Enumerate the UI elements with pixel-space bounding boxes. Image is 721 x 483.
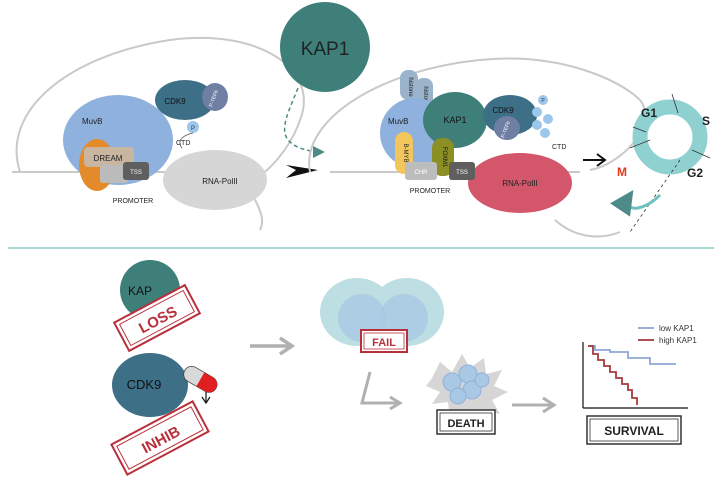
ptefb-left-label: P-TEFb xyxy=(208,89,220,107)
ring-divider-g1-s xyxy=(671,93,679,114)
legend-high-label: high KAP1 xyxy=(659,336,697,345)
bmyb-label: B-MYB xyxy=(402,143,408,162)
dividing-cell: FAIL xyxy=(320,278,444,353)
ctd-right-label: CTD xyxy=(552,144,566,151)
g2-label: G2 xyxy=(687,166,703,180)
ptefb-right xyxy=(494,116,520,140)
cycle-ring xyxy=(632,99,708,175)
p-left-label: P xyxy=(191,126,195,132)
rna-pol-right xyxy=(468,153,572,213)
right-complex: RNA-PolII histone histone MuvB KAP1 CDK9… xyxy=(380,70,572,213)
cdk9-left-label: CDK9 xyxy=(164,97,186,106)
p-left xyxy=(187,121,199,133)
cdk9-right-label: CDK9 xyxy=(492,106,514,115)
tss-left xyxy=(123,162,149,180)
histone-1-label: histone xyxy=(407,77,413,97)
chr-left xyxy=(100,165,128,183)
ring-divider-m xyxy=(629,139,651,149)
tss-left-label: TSS xyxy=(130,170,142,176)
survival-box: SURVIVAL xyxy=(586,415,682,445)
grey-arrow-3 xyxy=(512,396,557,414)
muvb-left-label: MuvB xyxy=(82,117,102,126)
death-box: DEATH xyxy=(436,409,496,435)
progress-arrow xyxy=(286,165,318,178)
kap1-recruit-arrow xyxy=(284,87,325,158)
cdk9-left xyxy=(155,80,215,120)
muvb-right-label: MuvB xyxy=(388,117,408,126)
cdk9-inhib: CDK9 INHIB xyxy=(110,353,218,476)
chr-right xyxy=(405,162,437,180)
s-label: S xyxy=(702,114,710,128)
kap1-large: KAP1 xyxy=(280,2,370,92)
dream-box xyxy=(84,147,134,167)
rnapol-right-label: RNA-PolII xyxy=(502,179,538,188)
foxm1 xyxy=(432,138,454,176)
cell-cycle: G1 S G2 M xyxy=(610,93,711,233)
ring-axis xyxy=(629,159,681,233)
dying-cell xyxy=(426,354,508,422)
kap1-bound xyxy=(423,92,487,148)
kap1-loss: KAP LOSS xyxy=(112,260,202,353)
ctd-left-label: CTD xyxy=(176,140,190,147)
death-label: DEATH xyxy=(447,418,484,430)
kap-partial-label: KAP xyxy=(128,284,152,298)
survival-plot: low KAP1 high KAP1 xyxy=(582,324,697,409)
inhib-arrow xyxy=(201,392,211,405)
fail-stamp: FAIL xyxy=(360,329,408,353)
rnapol-left-label: RNA-PolII xyxy=(202,177,238,186)
cycle-arrow xyxy=(583,153,607,167)
ptefb-right-label: P-TEFb xyxy=(500,120,512,138)
promoter-right-label: PROMOTER xyxy=(410,188,450,195)
survival-label: SURVIVAL xyxy=(604,424,664,438)
kap1-large-label: KAP1 xyxy=(301,39,350,60)
ctd-left-line xyxy=(179,132,194,149)
ptefb-left xyxy=(202,83,228,111)
left-complex: RNA-PolII MuvB DREAM TSS CDK9 P-TEFb P C… xyxy=(63,80,267,210)
p-right-label: P xyxy=(541,98,545,104)
pill-inhibitor xyxy=(183,365,218,393)
bottom-panel: KAP LOSS CDK9 INHIB xyxy=(110,260,697,476)
foxm1-label: FOXM1 xyxy=(441,147,447,168)
m-label: M xyxy=(617,165,627,179)
g1-label: G1 xyxy=(641,106,657,120)
dna-tail-right xyxy=(554,219,621,238)
phospho-group: P xyxy=(532,95,553,138)
cdk9-partial-label: CDK9 xyxy=(127,377,162,392)
tss-right-label: TSS xyxy=(456,170,468,176)
inhib-stamp: INHIB xyxy=(110,400,210,476)
grey-arrow-2 xyxy=(360,371,403,411)
ring-divider-s-g2 xyxy=(691,149,711,159)
histone-2-label: histone xyxy=(422,86,428,106)
rna-pol-left xyxy=(163,150,267,210)
fail-label: FAIL xyxy=(372,337,396,349)
promoter-left-label: PROMOTER xyxy=(113,198,153,205)
legend-low-label: low KAP1 xyxy=(659,324,694,333)
top-panel: KAP1 RNA-PolII MuvB DREAM TSS CDK9 P-TEF… xyxy=(12,2,711,238)
chr-right-label: CHR xyxy=(415,170,429,176)
dream-label: DREAM xyxy=(94,154,123,163)
high-kap1-curve xyxy=(588,345,638,405)
low-kap1-curve xyxy=(588,345,676,365)
ring-divider-m2 xyxy=(632,126,647,133)
kap1-bound-label: KAP1 xyxy=(443,115,466,125)
cycle-return-arrow xyxy=(610,190,662,217)
histone-1 xyxy=(400,70,418,100)
tss-right xyxy=(449,162,475,180)
grey-arrow-1 xyxy=(250,336,296,356)
